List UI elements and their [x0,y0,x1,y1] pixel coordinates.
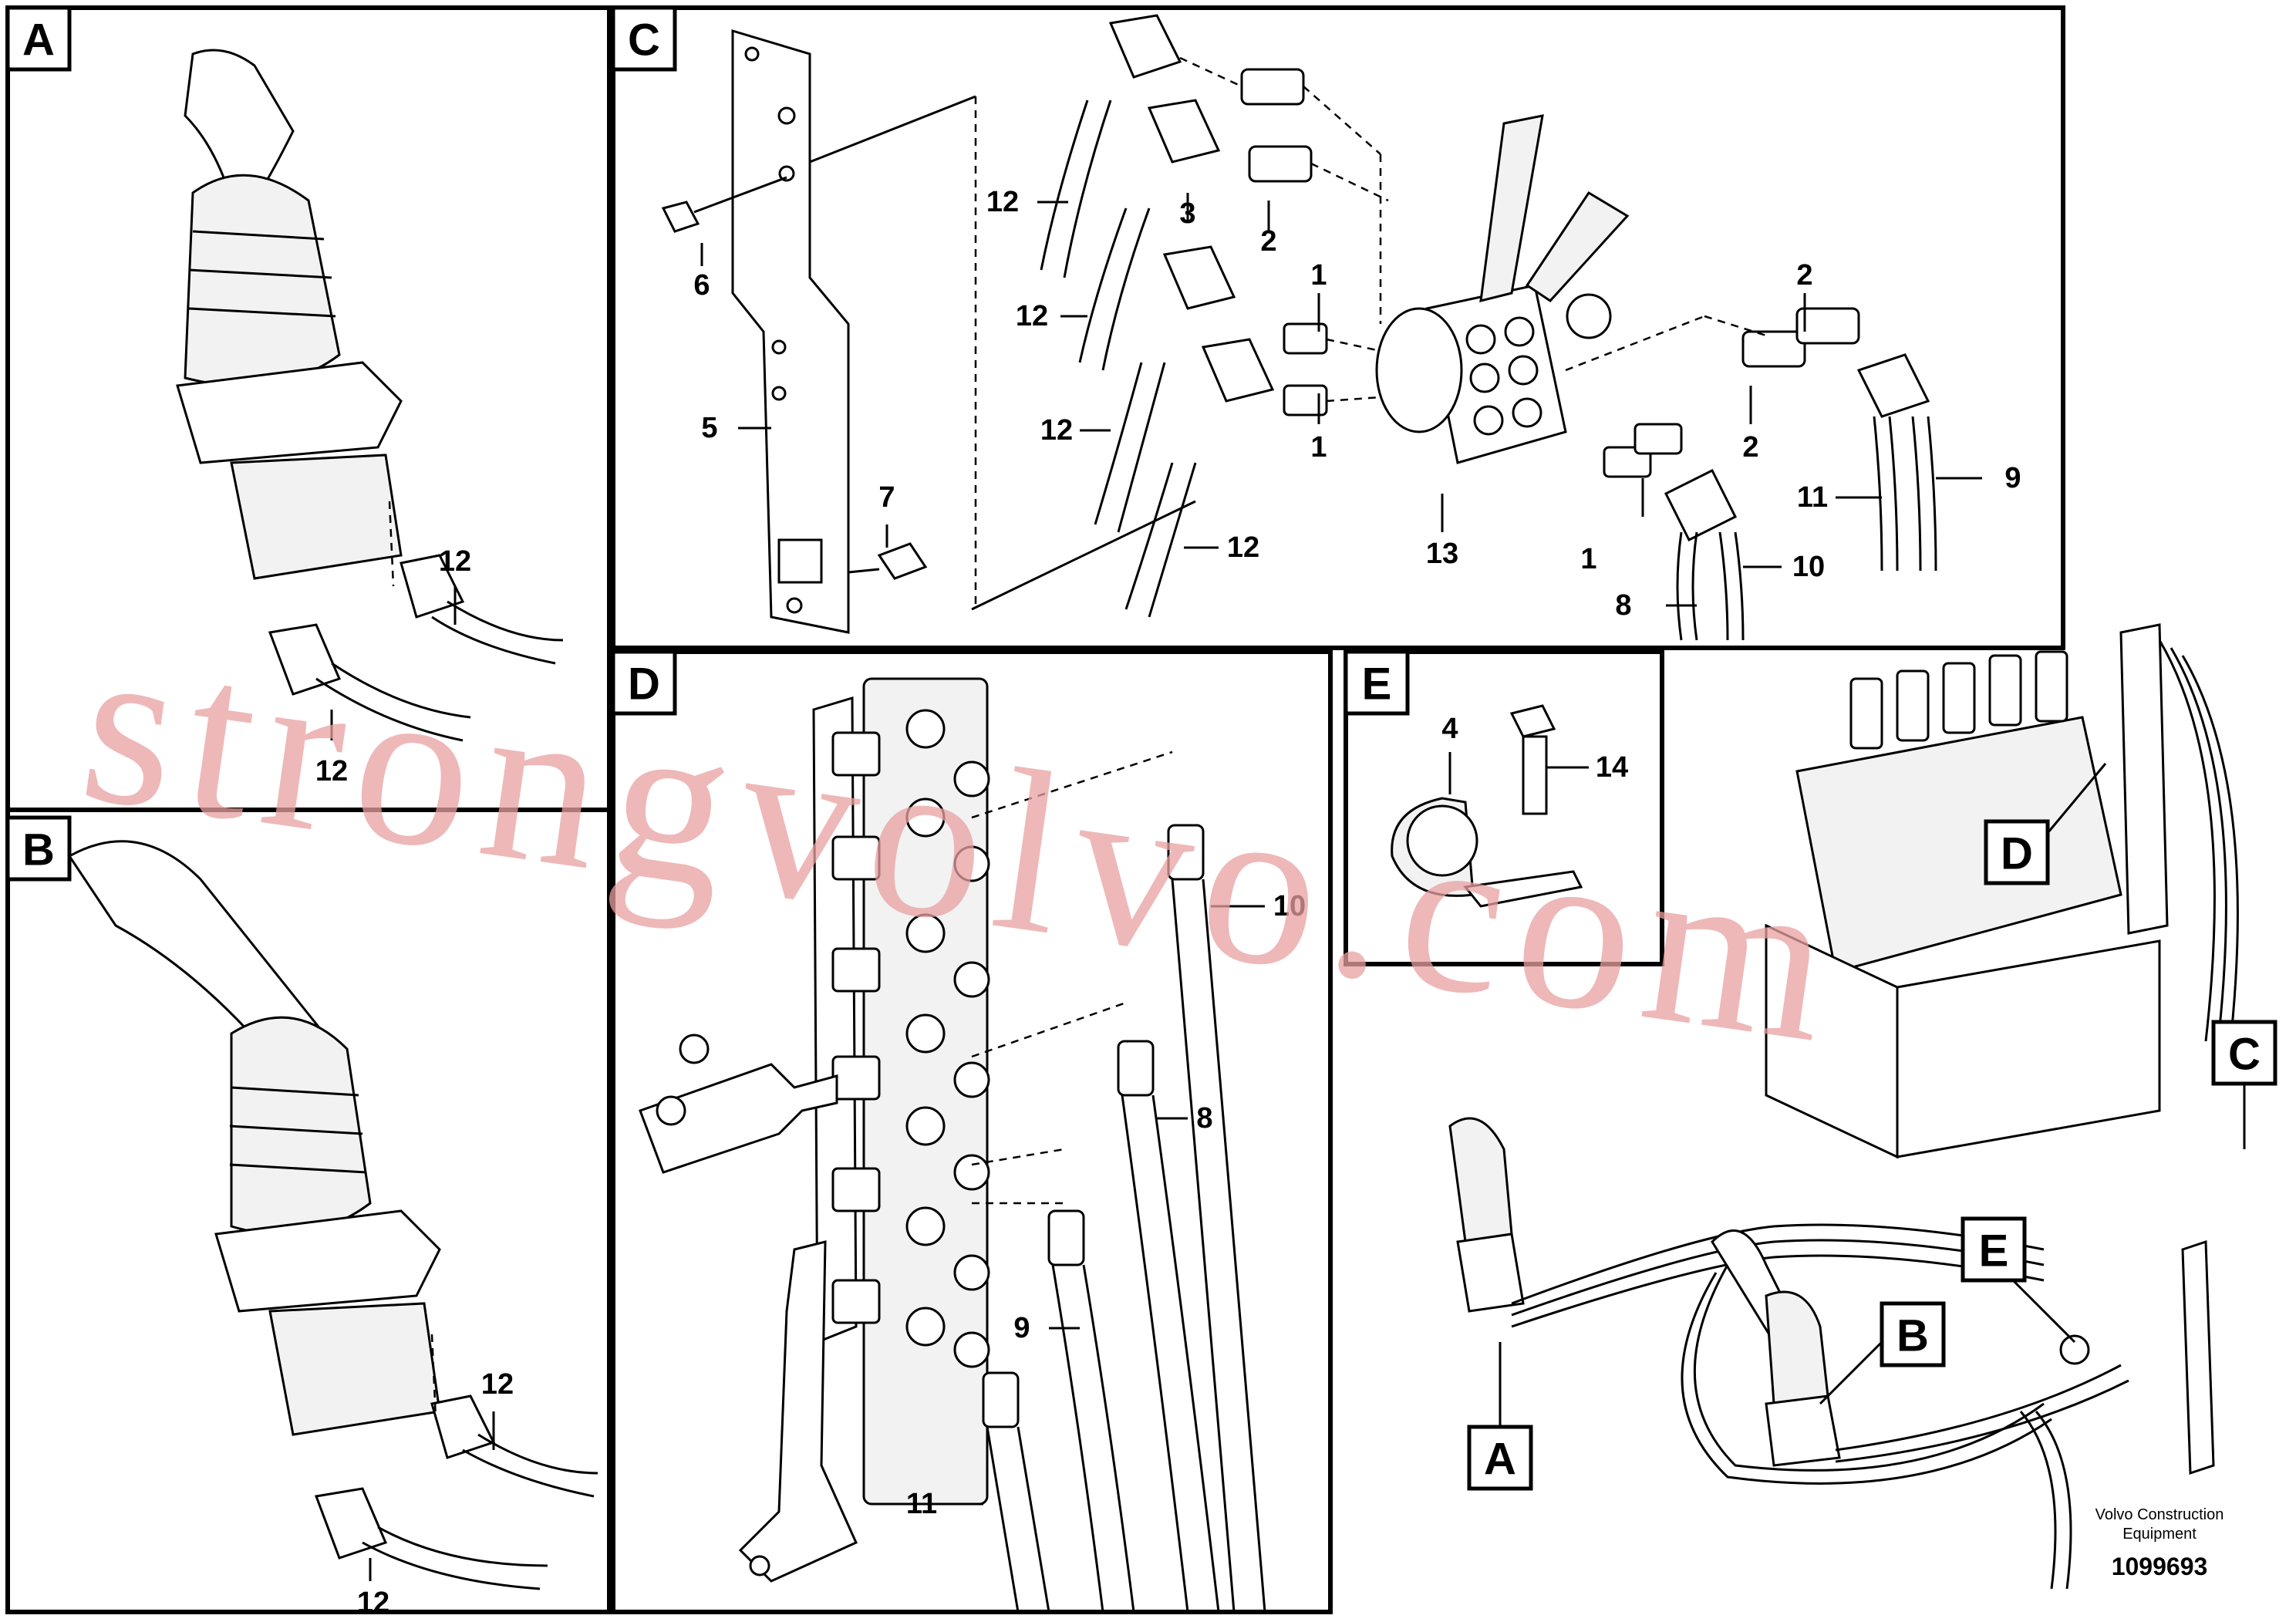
panel-d-label-9: 9 [1013,1312,1030,1344]
callout-c: C [2228,1030,2261,1080]
panel-b-tag: B [22,825,55,875]
panel-c-tag: C [628,15,660,66]
callout-d: D [2001,829,2033,879]
overview-callouts: D C E B A [1467,763,2277,1491]
overview-assembly [1448,623,2239,1590]
panel-d-tag: D [628,659,660,710]
panel-b-leaders [369,1411,495,1581]
panel-b-label-12b: 12 [357,1587,389,1619]
footer-block: Volvo Construction Equipment 1099693 [2095,1506,2224,1580]
panel-c-label-11: 11 [1797,481,1828,514]
callout-b: B [1896,1311,1929,1361]
panel-a-tag: A [22,15,55,66]
panel-c-label-1b: 1 [1310,431,1327,464]
drawing-number: 1099693 [2112,1553,2208,1580]
panel-e-tag: E [1362,659,1392,710]
panel-c-label-12d: 12 [1227,531,1259,564]
callout-a: A [1484,1435,1516,1485]
fittings-upper [1108,14,1435,416]
fittings-right [1565,307,1937,641]
panel-c: C [611,5,2065,650]
panel-c-label-7: 7 [878,481,895,514]
mounting-bracket [661,29,1196,634]
panel-c-label-13: 13 [1426,538,1458,570]
panel-c-leaders [700,193,1982,607]
panel-e: E 4 14 [1344,649,1664,966]
panel-d: D [611,649,1333,1614]
panel-c-label-10: 10 [1792,551,1825,583]
panel-d-label-10: 10 [1273,890,1306,922]
hoses-upper [1040,99,1197,618]
panel-c-label-12c: 12 [1040,414,1073,447]
panel-c-label-5: 5 [701,412,717,444]
pilot-valve-block [1375,114,1630,464]
panel-d-leaders [949,905,1265,1506]
panel-c-label-2a: 2 [1260,225,1276,258]
panel-c-label-1c: 1 [1580,543,1596,575]
panel-c-label-6: 6 [693,269,710,302]
panel-a-leaders [330,586,457,740]
panel-c-label-3: 3 [1179,197,1195,230]
callout-e: E [1979,1226,2009,1276]
panel-e-leaders [1448,752,1589,794]
panel-c-label-12b: 12 [1016,300,1048,332]
joystick-right [67,840,598,1590]
company-name-line1: Volvo Construction [2095,1506,2224,1523]
panel-c-label-12a: 12 [986,186,1019,218]
clamp-and-bolt [1391,704,1583,908]
panel-d-label-11: 11 [906,1488,937,1520]
panel-c-label-2b: 2 [1796,259,1812,292]
panel-b: B 12 12 [5,808,612,1619]
panel-c-label-1a: 1 [1310,259,1327,292]
panel-a: A 12 12 [5,5,612,812]
panel-a-label-12b: 12 [315,755,348,787]
panel-d-hoses [971,750,1266,1613]
panel-d-label-8: 8 [1196,1102,1212,1135]
panel-e-label-4: 4 [1441,713,1458,745]
panel-c-label-2c: 2 [1742,431,1758,464]
joystick-left [176,49,564,742]
panel-c-label-8: 8 [1615,589,1631,622]
panel-a-label-12a: 12 [439,545,471,578]
panel-e-label-14: 14 [1596,751,1628,784]
valve-manifold [639,677,990,1583]
panel-b-label-12a: 12 [481,1368,514,1401]
company-name-line2: Equipment [2122,1526,2197,1543]
panel-c-label-9: 9 [2004,462,2021,494]
